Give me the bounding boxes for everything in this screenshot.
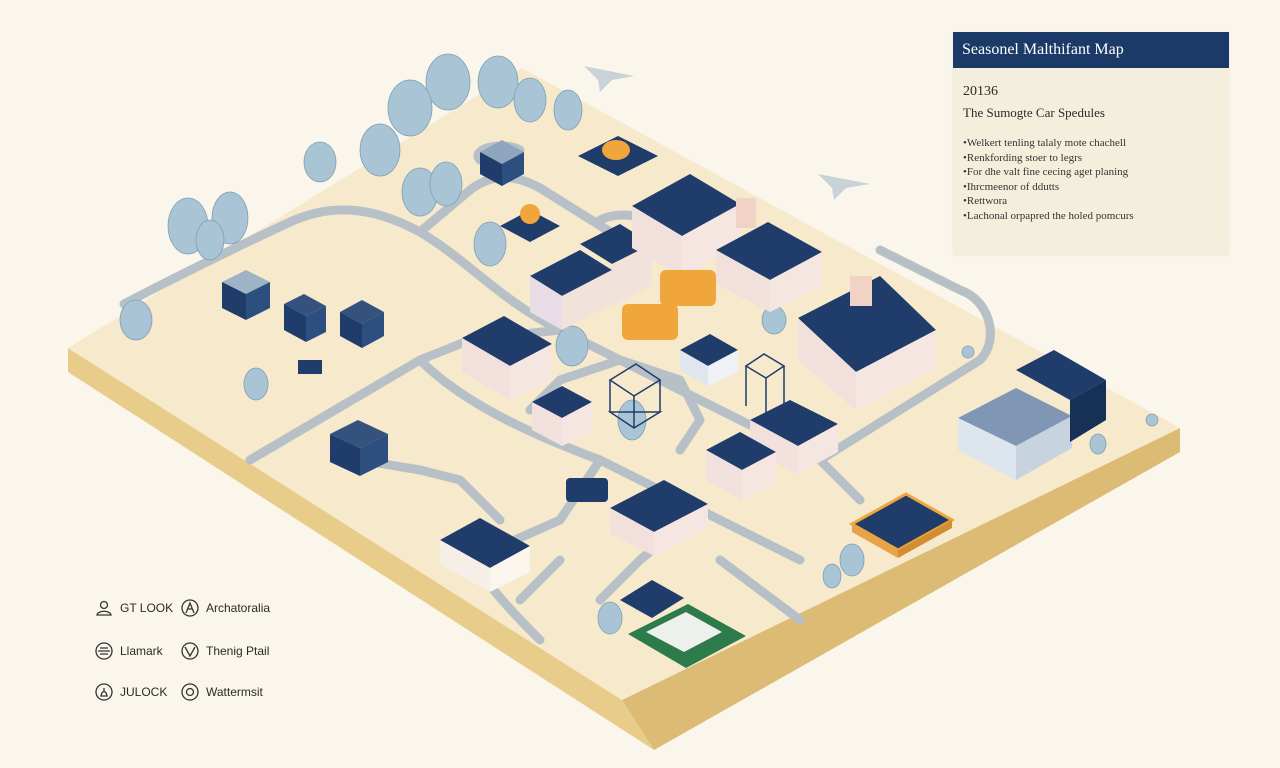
airplanes [584,66,870,200]
legend-item-gt-look[interactable]: GT LOOK [94,598,173,618]
map-info-panel: Seasonel Malthifant Map 20136 The Sumogt… [953,32,1229,254]
trail-icon [180,641,200,661]
legend-label: Llamark [120,644,163,658]
map-base-right-edge [622,428,1180,750]
legend-item-llamark[interactable]: Llamark [94,641,163,661]
legend-label: Wattermsit [206,685,263,699]
scaffold-structures [607,353,786,429]
panel-subtitle: The Sumogte Car Spedules [963,105,1105,120]
panel-list-item: Lachonal orpapred the holed pomcurs [963,209,1134,224]
buildings [222,136,1106,668]
panel-list-item: Rettwora [963,194,1134,209]
water-icon [180,682,200,702]
panel-list-item: For dhe valt fine cecing aget planing [963,165,1134,180]
panel-list-item: Renkfording stoer to legrs [963,151,1134,166]
panel-title: Seasonel Malthifant Map [953,32,1229,68]
trees [119,53,1159,635]
panel-year: 20136 [963,84,998,99]
compass-a-icon [180,598,200,618]
legend-label: Thenig Ptail [206,644,270,658]
vehicles [566,270,716,502]
legend-label: Archatoralia [206,601,271,615]
legend-item-wattermsit[interactable]: Wattermsit [180,682,263,702]
panel-list-item: Welkert tenling talaly mote chachell [963,136,1134,151]
legend-item-julock[interactable]: JULOCK [94,682,167,702]
lock-pin-icon [94,682,114,702]
legend-item-archatoralia[interactable]: Archatoralia [180,598,270,618]
legend-label: JULOCK [120,685,168,699]
legend-item-thenig-ptail[interactable]: Thenig Ptail [180,641,269,661]
panel-list-item: Ihrcmeenor of ddutts [963,180,1134,195]
map-base-left-edge [68,348,654,750]
landmark-icon [94,641,114,661]
panel-item-list: Welkert tenling talaly mote chachell Ren… [963,136,1134,224]
person-pin-icon [94,598,114,618]
legend-label: GT LOOK [120,601,174,615]
